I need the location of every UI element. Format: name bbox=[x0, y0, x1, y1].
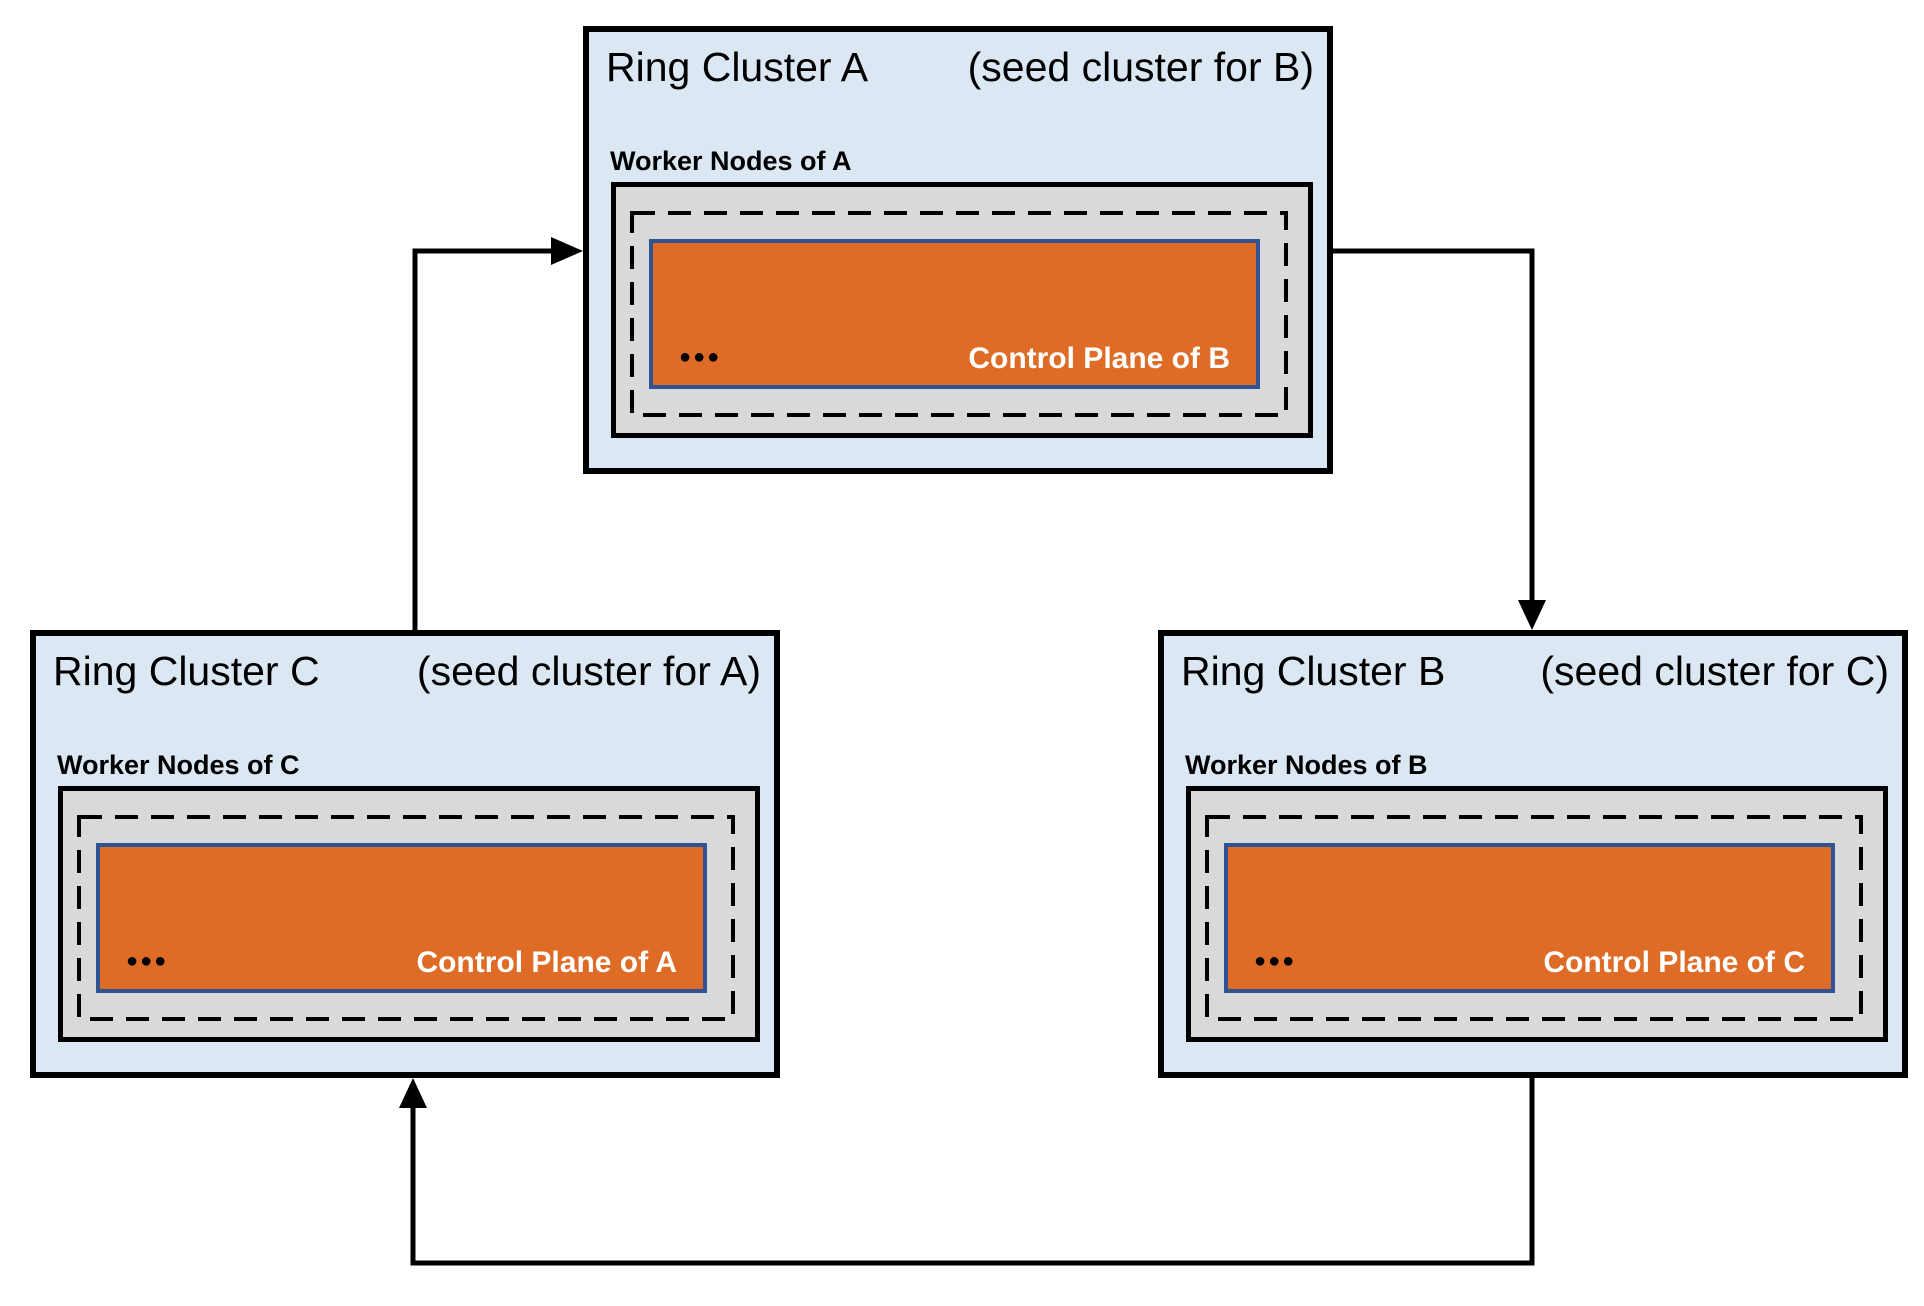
arrow-c-to-a bbox=[412, 237, 583, 630]
control-plane-box: ●●● Control Plane of C bbox=[1224, 843, 1835, 993]
cluster-title-row: Ring Cluster B (seed cluster for C) bbox=[1181, 648, 1889, 695]
control-plane-box: ●●● Control Plane of B bbox=[649, 239, 1260, 389]
worker-nodes-label: Worker Nodes of C bbox=[57, 750, 300, 780]
worker-nodes-area: ●●● Control Plane of C bbox=[1186, 786, 1888, 1042]
seed-cluster-note: (seed cluster for B) bbox=[967, 44, 1314, 90]
ring-cluster-a: Ring Cluster A (seed cluster for B) Work… bbox=[583, 26, 1333, 474]
ring-cluster-c: Ring Cluster C (seed cluster for A) Work… bbox=[30, 630, 780, 1078]
ellipsis-dots: ●●● bbox=[126, 950, 169, 972]
dashed-border-icon bbox=[77, 815, 735, 1021]
cluster-title-row: Ring Cluster A (seed cluster for B) bbox=[606, 44, 1314, 91]
worker-nodes-area: ●●● Control Plane of B bbox=[611, 182, 1313, 438]
cluster-title-row: Ring Cluster C (seed cluster for A) bbox=[53, 648, 761, 695]
dashed-border-icon bbox=[630, 211, 1288, 417]
dashed-border-icon bbox=[1205, 815, 1863, 1021]
cluster-title: Ring Cluster A bbox=[606, 44, 869, 90]
ellipsis-dots: ●●● bbox=[1254, 950, 1297, 972]
seed-cluster-note: (seed cluster for A) bbox=[416, 648, 761, 694]
worker-nodes-label: Worker Nodes of A bbox=[610, 146, 852, 176]
control-plane-label: Control Plane of B bbox=[968, 342, 1230, 375]
arrow-b-to-c bbox=[399, 1078, 1535, 1266]
control-plane-label: Control Plane of C bbox=[1543, 946, 1805, 979]
cluster-title: Ring Cluster B bbox=[1181, 648, 1446, 694]
worker-nodes-area: ●●● Control Plane of A bbox=[58, 786, 760, 1042]
cluster-title: Ring Cluster C bbox=[53, 648, 320, 694]
worker-nodes-label: Worker Nodes of B bbox=[1185, 750, 1428, 780]
ring-cluster-b: Ring Cluster B (seed cluster for C) Work… bbox=[1158, 630, 1908, 1078]
seed-cluster-note: (seed cluster for C) bbox=[1540, 648, 1889, 694]
ellipsis-dots: ●●● bbox=[679, 346, 722, 368]
control-plane-label: Control Plane of A bbox=[416, 946, 677, 979]
control-plane-box: ●●● Control Plane of A bbox=[96, 843, 707, 993]
dashed-boundary: ●●● Control Plane of B bbox=[630, 211, 1288, 417]
arrow-a-to-b bbox=[1333, 248, 1546, 630]
dashed-boundary: ●●● Control Plane of A bbox=[77, 815, 735, 1021]
dashed-boundary: ●●● Control Plane of C bbox=[1205, 815, 1863, 1021]
